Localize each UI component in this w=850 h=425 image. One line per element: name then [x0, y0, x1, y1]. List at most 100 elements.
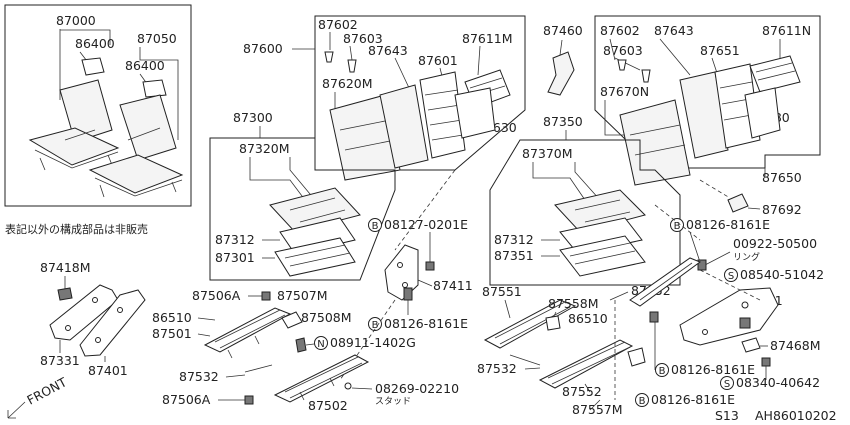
- part-87557m: [627, 347, 646, 367]
- label-87411: 87411: [433, 278, 473, 293]
- seatback-frame-right: [714, 63, 761, 149]
- label-08126-8161e-mid-right: 08126-8161E: [671, 362, 755, 377]
- cushion-frame-87351: [559, 235, 646, 277]
- front-arrow: [7, 401, 26, 419]
- side-cover-87401: [79, 289, 146, 357]
- stud-note: スタッド: [375, 396, 411, 407]
- s-marker-08540: [724, 268, 738, 282]
- s-marker-08340: [720, 376, 734, 390]
- seat-assembly-right: [88, 79, 184, 198]
- label-08126-8161e-top-right: 08126-8161E: [686, 217, 770, 232]
- label-87506a-top: 87506A: [192, 288, 241, 303]
- label-86400-right: 86400: [125, 58, 165, 73]
- label-86400-left: 86400: [75, 36, 115, 51]
- label-87502: 87502: [308, 398, 348, 413]
- seatback-board-87630: [454, 87, 496, 139]
- label-87320m: 87320M: [239, 141, 290, 156]
- headrest-frame-87611n: [749, 55, 801, 93]
- bolt-08540: [739, 317, 751, 329]
- seat-rail-87502: [273, 354, 370, 403]
- label-87611n: 87611N: [762, 23, 811, 38]
- seatback-pad-87643: [379, 84, 429, 169]
- label-08126-8161e-bottom-right: 08126-8161E: [651, 392, 735, 407]
- label-87600: 87600: [243, 41, 283, 56]
- label-87350: 87350: [543, 114, 583, 129]
- ring-note: リング: [733, 251, 760, 263]
- label-87418m: 87418M: [40, 260, 91, 275]
- part-87558m: [545, 315, 561, 331]
- cushion-pad-87312-left: [279, 217, 356, 255]
- footer-model-code: S13: [715, 408, 739, 423]
- svg-text:B: B: [372, 320, 379, 331]
- cushion-box-87300: [209, 137, 396, 281]
- label-87557m: 87557M: [572, 402, 623, 417]
- seatback-pad-87651: [679, 71, 729, 159]
- bolt-87506a-top: [261, 291, 271, 301]
- label-87468m: 87468M: [770, 338, 821, 353]
- svg-text:B: B: [659, 366, 666, 377]
- label-87602-left: 87602: [318, 17, 358, 32]
- bracket-87411: [384, 244, 419, 301]
- label-87611m: 87611M: [462, 31, 513, 46]
- bolt-08127: [425, 261, 435, 271]
- label-87331: 87331: [40, 353, 80, 368]
- svg-text:B: B: [372, 221, 379, 232]
- stud-08269: [344, 382, 352, 390]
- label-87643-left: 87643: [368, 43, 408, 58]
- label-08269-02210: 08269-02210: [375, 381, 459, 396]
- label-87620m: 87620M: [322, 76, 373, 91]
- cushion-frame-87301: [274, 237, 356, 277]
- label-87602-right: 87602: [600, 23, 640, 38]
- seat-rail-87551: [483, 299, 577, 349]
- seatback-board-87680: [744, 87, 781, 139]
- bolt-08126-mid-right: [649, 311, 659, 323]
- bolt-08340: [761, 357, 771, 367]
- n-marker-08911: [314, 336, 328, 350]
- seatback-cover-87620m: [329, 94, 401, 181]
- label-87603-right: 87603: [603, 43, 643, 58]
- leader-lines-inset: [59, 29, 179, 140]
- label-08540-51042: 08540-51042: [740, 267, 824, 282]
- b-marker-08126-bottom-right: [635, 393, 649, 407]
- assembled-seats-inset-box: [4, 4, 192, 207]
- label-87050: 87050: [137, 31, 177, 46]
- seatback-cover-87670n: [619, 99, 691, 186]
- cushion-cover-87320m: [269, 187, 361, 233]
- label-87670n: 87670N: [600, 84, 649, 99]
- label-87000: 87000: [56, 13, 96, 28]
- label-86510-left: 86510: [152, 310, 192, 325]
- cushion-cover-87370m: [554, 189, 646, 233]
- svg-text:S: S: [724, 379, 730, 390]
- rail-bracket-87452: [629, 257, 702, 307]
- label-87370m: 87370M: [522, 146, 573, 161]
- label-87460: 87460: [543, 23, 583, 38]
- seat-rail-87501: [203, 307, 292, 359]
- label-87650: 87650: [762, 170, 802, 185]
- label-87501: 87501: [152, 326, 192, 341]
- label-08911-1402g: 08911-1402G: [330, 335, 416, 350]
- not-sold-separately-note: 表記以外の構成部品は非販売: [5, 222, 148, 236]
- part-87468m: [741, 337, 761, 353]
- headrest-stay-right: [617, 59, 651, 83]
- label-87532-left: 87532: [179, 369, 219, 384]
- label-87507m: 87507M: [277, 288, 328, 303]
- svg-text:B: B: [639, 396, 646, 407]
- seatback-frame-87601: [419, 71, 466, 159]
- label-08340-40642: 08340-40642: [736, 375, 820, 390]
- label-87312-left: 87312: [215, 232, 255, 247]
- headrest-stay-left: [324, 51, 357, 73]
- b-marker-08126-top-right: [670, 218, 684, 232]
- label-87506a-bottom: 87506A: [162, 392, 211, 407]
- nut-08911: [295, 337, 307, 353]
- label-08126-8161e-center: 08126-8161E: [384, 316, 468, 331]
- seat-rail-87552: [538, 339, 634, 389]
- label-87351: 87351: [494, 248, 534, 263]
- seat-assembly-left: [28, 57, 120, 171]
- b-marker-08126-mid-right: [655, 363, 669, 377]
- svg-text:N: N: [317, 339, 324, 350]
- label-87558m: 87558M: [548, 296, 599, 311]
- label-87692: 87692: [762, 202, 802, 217]
- part-87692: [727, 193, 749, 213]
- svg-text:S: S: [728, 271, 734, 282]
